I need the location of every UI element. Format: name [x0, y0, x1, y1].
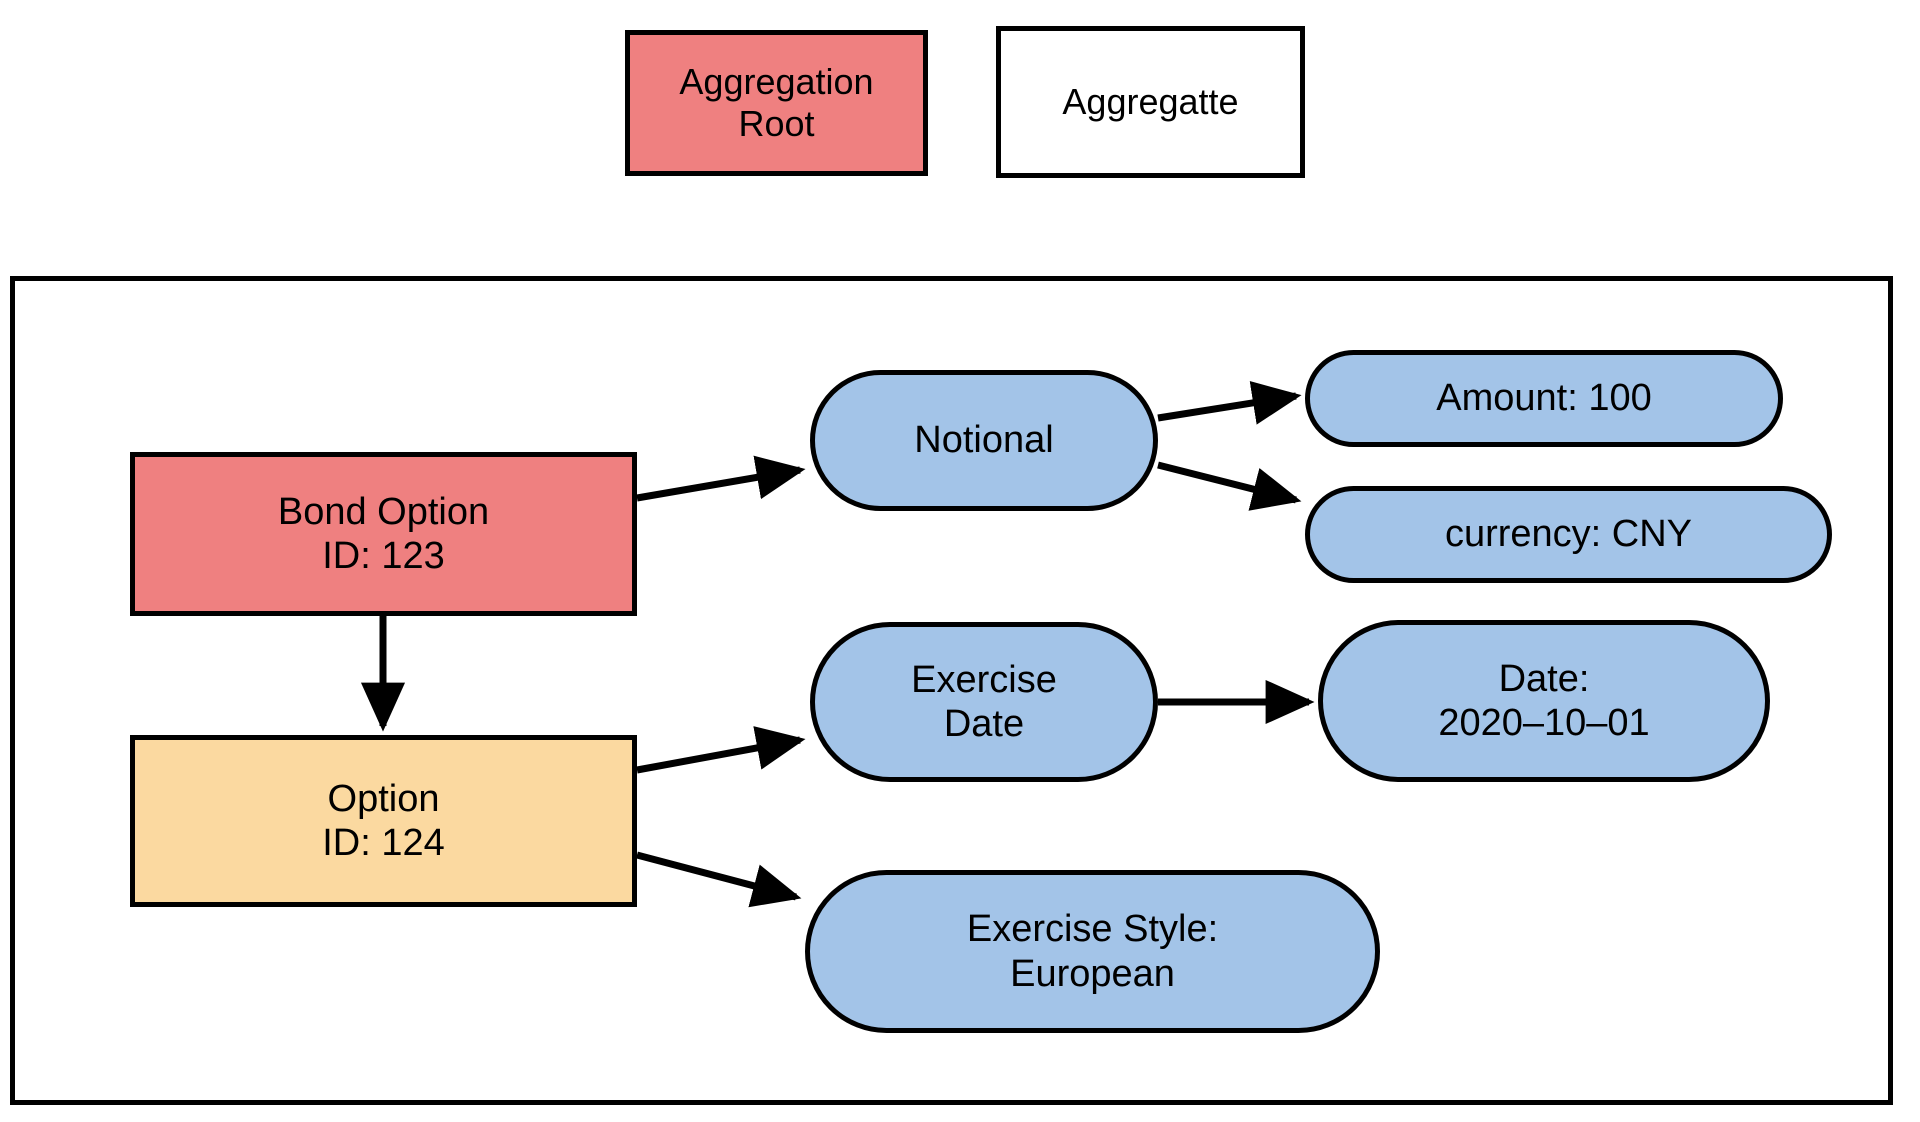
node-label-currency: currency: CNY [1444, 513, 1693, 556]
node-exercise-style[interactable]: Exercise Style: European [805, 870, 1380, 1033]
node-label-notional: Notional [914, 419, 1054, 462]
node-notional[interactable]: Notional [810, 370, 1158, 511]
node-date-value[interactable]: Date: 2020–10–01 [1318, 620, 1770, 782]
node-currency[interactable]: currency: CNY [1305, 486, 1832, 583]
node-label-bond-option: Bond Option ID: 123 [277, 490, 490, 577]
node-label-date-value: Date: 2020–10–01 [1438, 657, 1650, 744]
node-label-exercise-date: Exercise Date [911, 658, 1057, 745]
node-exercise-date[interactable]: Exercise Date [810, 622, 1158, 782]
node-label-option: Option ID: 124 [322, 777, 445, 864]
node-label-amount: Amount: 100 [1436, 377, 1652, 420]
legend-label-aggregate: Aggregatte [1062, 80, 1239, 122]
legend-item-aggregate: Aggregatte [996, 26, 1305, 178]
node-label-exercise-style: Exercise Style: European [966, 908, 1219, 995]
legend-label-aggregation-root: Aggregation Root [679, 60, 874, 144]
node-amount[interactable]: Amount: 100 [1305, 350, 1783, 447]
legend-item-aggregation-root: Aggregation Root [625, 30, 928, 176]
node-option[interactable]: Option ID: 124 [130, 735, 637, 907]
node-bond-option[interactable]: Bond Option ID: 123 [130, 452, 637, 616]
